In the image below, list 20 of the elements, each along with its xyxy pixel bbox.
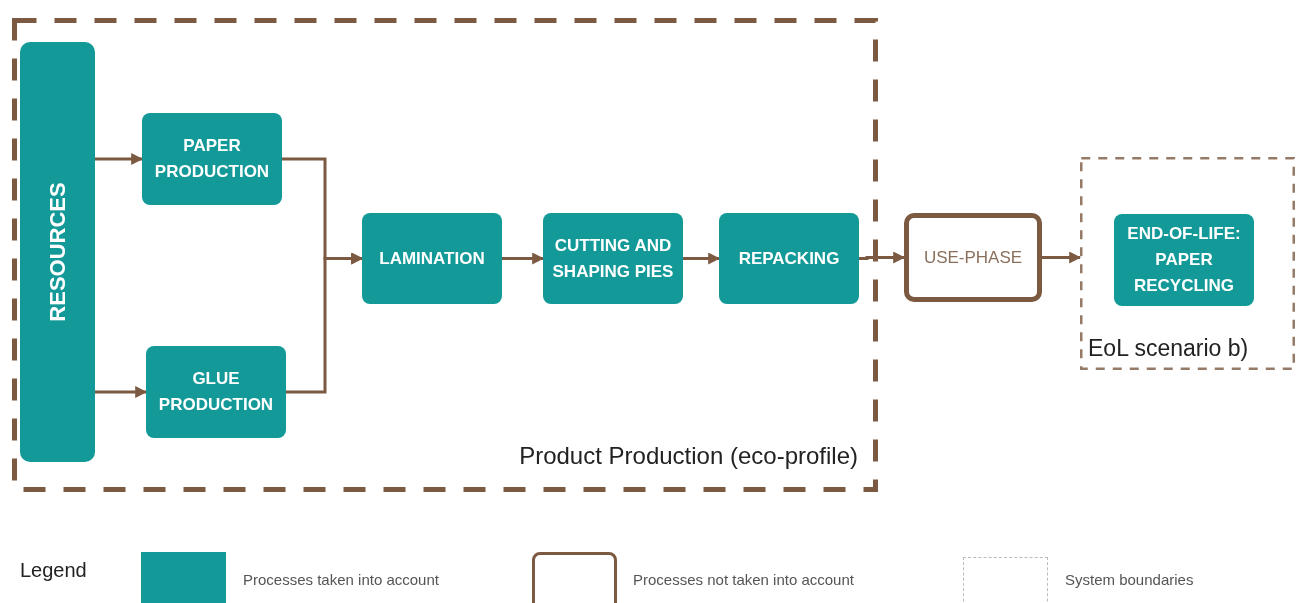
arrow (1042, 251, 1082, 264)
process-box: USE-PHASE (904, 213, 1042, 302)
legend-title: Legend (20, 559, 87, 582)
legend-text: Processes not taken into account (633, 571, 854, 588)
boundary-label: EoL scenario b) (1088, 335, 1249, 362)
arrow (502, 252, 545, 265)
process-box: END-OF-LIFE: PAPER RECYCLING (1114, 214, 1254, 306)
resources-bar: RESOURCES (20, 42, 95, 462)
process-box: CUTTING AND SHAPING PIES (543, 213, 683, 304)
arrow (683, 252, 721, 265)
process-box: GLUE PRODUCTION (146, 346, 286, 438)
arrow (859, 251, 906, 264)
legend-text: System boundaries (1065, 571, 1194, 588)
boundary-label: Product Production (eco-profile) (519, 442, 858, 470)
arrow (95, 153, 144, 165)
process-box: LAMINATION (362, 213, 502, 304)
legend-text: Processes taken into account (243, 571, 439, 588)
process-box: PAPER PRODUCTION (142, 113, 282, 205)
arrow (95, 386, 148, 398)
process-box: REPACKING (719, 213, 859, 304)
